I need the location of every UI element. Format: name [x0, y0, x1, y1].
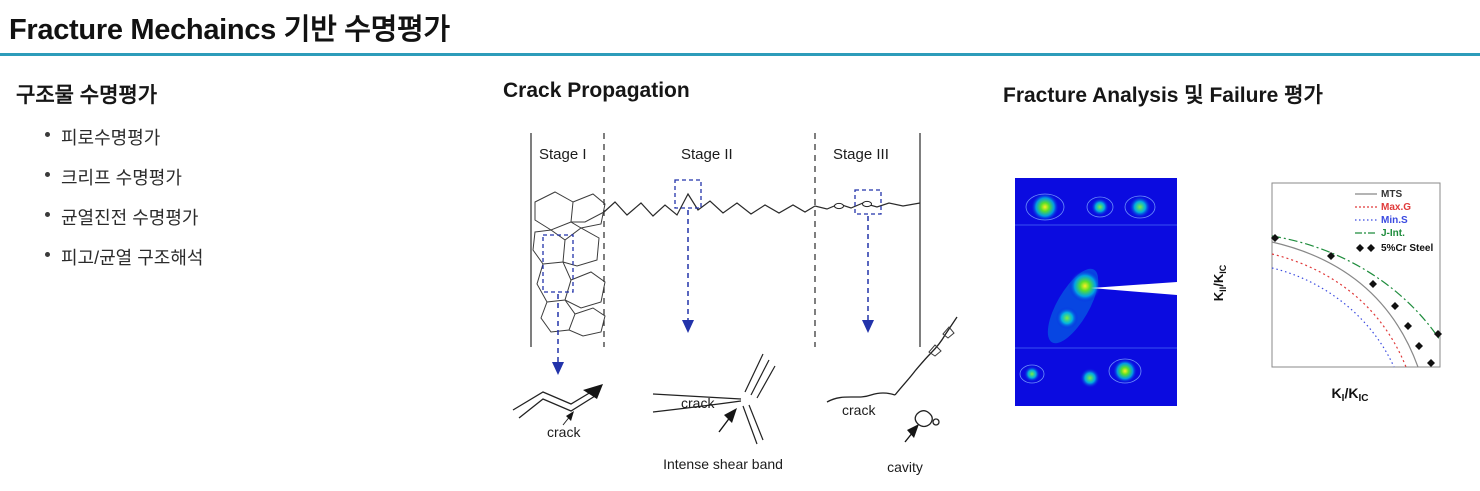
list-item-crackgrowth: 균열진전 수명평가 [44, 204, 203, 230]
fea-contour-plot [1015, 178, 1177, 406]
crack-propagation-heading: Crack Propagation [503, 79, 690, 102]
y-axis-label: KII/KIC [1211, 264, 1228, 301]
main-crack-path [603, 192, 921, 217]
chart-legend: MTS Max.G Min.S J-Int. 5%Cr Steel [1355, 189, 1433, 254]
stage-arrows [552, 210, 874, 375]
chart-curves [1271, 235, 1441, 368]
x-axis-label: KI/KIC [1332, 385, 1369, 404]
stage1-label: Stage I [539, 146, 587, 163]
stage2-label: Stage II [681, 146, 733, 163]
page-title: Fracture Mechaincs 기반 수명평가 [9, 14, 450, 46]
cavity-label: cavity [887, 459, 923, 475]
chart-plot-area [1271, 182, 1441, 368]
stage3-detail-sketch: crack cavity [826, 316, 958, 475]
list-item-fatigue: 피로수명평가 [44, 124, 203, 150]
stage2-detail-sketch: crack Intense shear band [652, 353, 783, 472]
stage3-microvoids [834, 200, 872, 210]
stage1-detail-sketch: crack [512, 384, 603, 440]
grain-structure [532, 191, 606, 337]
stage3-label: Stage III [833, 146, 889, 163]
failure-envelope-chart: MTS Max.G Min.S J-Int. 5%Cr Steel KII/KI… [1211, 182, 1442, 404]
chart-data-points [1271, 234, 1442, 367]
crack-propagation-diagram: Stage I Stage II Stage III [512, 133, 958, 475]
legend-label-jint: J-Int. [1381, 228, 1405, 239]
left-section-heading: 구조물 수명평가 [16, 84, 158, 107]
fea-hotspots [1024, 193, 1151, 388]
crack-label-2: crack [681, 395, 715, 411]
shear-band-label: Intense shear band [663, 456, 783, 472]
crack-notch [1091, 282, 1177, 295]
legend-label-mins: Min.S [1381, 215, 1408, 226]
highlight-boxes [542, 179, 882, 293]
list-item-structural: 피고/균열 구조해석 [44, 244, 203, 270]
title-underline [0, 53, 1480, 56]
life-evaluation-list: 피로수명평가 크리프 수명평가 균열진전 수명평가 피고/균열 구조해석 [44, 124, 203, 284]
legend-label-maxg: Max.G [1381, 202, 1411, 213]
fracture-analysis-heading: Fracture Analysis 및 Failure 평가 [1003, 84, 1323, 107]
crack-label-3: crack [842, 402, 876, 418]
legend-label-5crsteel: 5%Cr Steel [1381, 243, 1433, 254]
crack-label-1: crack [547, 424, 581, 440]
legend-label-mts: MTS [1381, 189, 1402, 200]
stage-boundaries [530, 133, 921, 347]
list-item-creep: 크리프 수명평가 [44, 164, 203, 190]
fea-contour-rings [1019, 193, 1156, 384]
